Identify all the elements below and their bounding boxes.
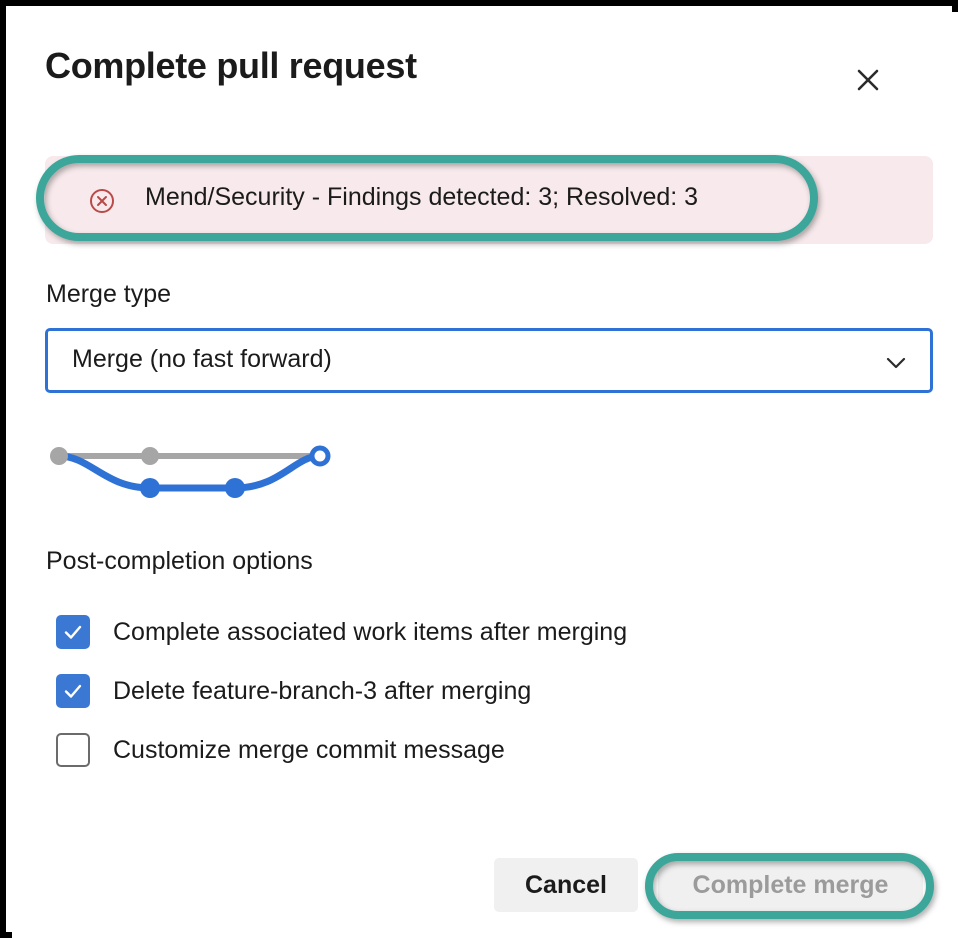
complete-merge-button[interactable]: Complete merge (658, 858, 923, 912)
page-title: Complete pull request (45, 45, 417, 86)
merge-type-selected-value: Merge (no fast forward) (72, 345, 332, 373)
checkbox-checked-icon[interactable] (56, 615, 90, 649)
status-banner-text: Mend/Security - Findings detected: 3; Re… (145, 183, 699, 211)
merge-type-select[interactable]: Merge (no fast forward) (45, 328, 933, 393)
chevron-down-icon (884, 351, 908, 375)
post-completion-options-label: Post-completion options (46, 547, 313, 575)
checkbox-label: Customize merge commit message (113, 735, 505, 764)
merge-type-label: Merge type (46, 280, 172, 308)
close-icon (853, 65, 883, 95)
checkbox-row-complete-work-items[interactable]: Complete associated work items after mer… (56, 613, 627, 651)
checkbox-checked-icon[interactable] (56, 674, 90, 708)
error-circle-x-icon (89, 188, 115, 214)
checkbox-row-delete-branch[interactable]: Delete feature-branch-3 after merging (56, 672, 531, 710)
complete-pull-request-dialog: Complete pull request Mend/Security - Fi… (12, 12, 958, 938)
checkbox-unchecked-icon[interactable] (56, 733, 90, 767)
checkbox-row-customize-commit-message[interactable]: Customize merge commit message (56, 731, 505, 769)
merge-strategy-graph (45, 436, 335, 506)
status-banner: Mend/Security - Findings detected: 3; Re… (45, 156, 933, 244)
checkbox-label: Delete feature-branch-3 after merging (113, 676, 532, 705)
close-button[interactable] (840, 52, 896, 108)
cancel-button[interactable]: Cancel (494, 858, 638, 912)
checkbox-label: Complete associated work items after mer… (113, 617, 628, 646)
